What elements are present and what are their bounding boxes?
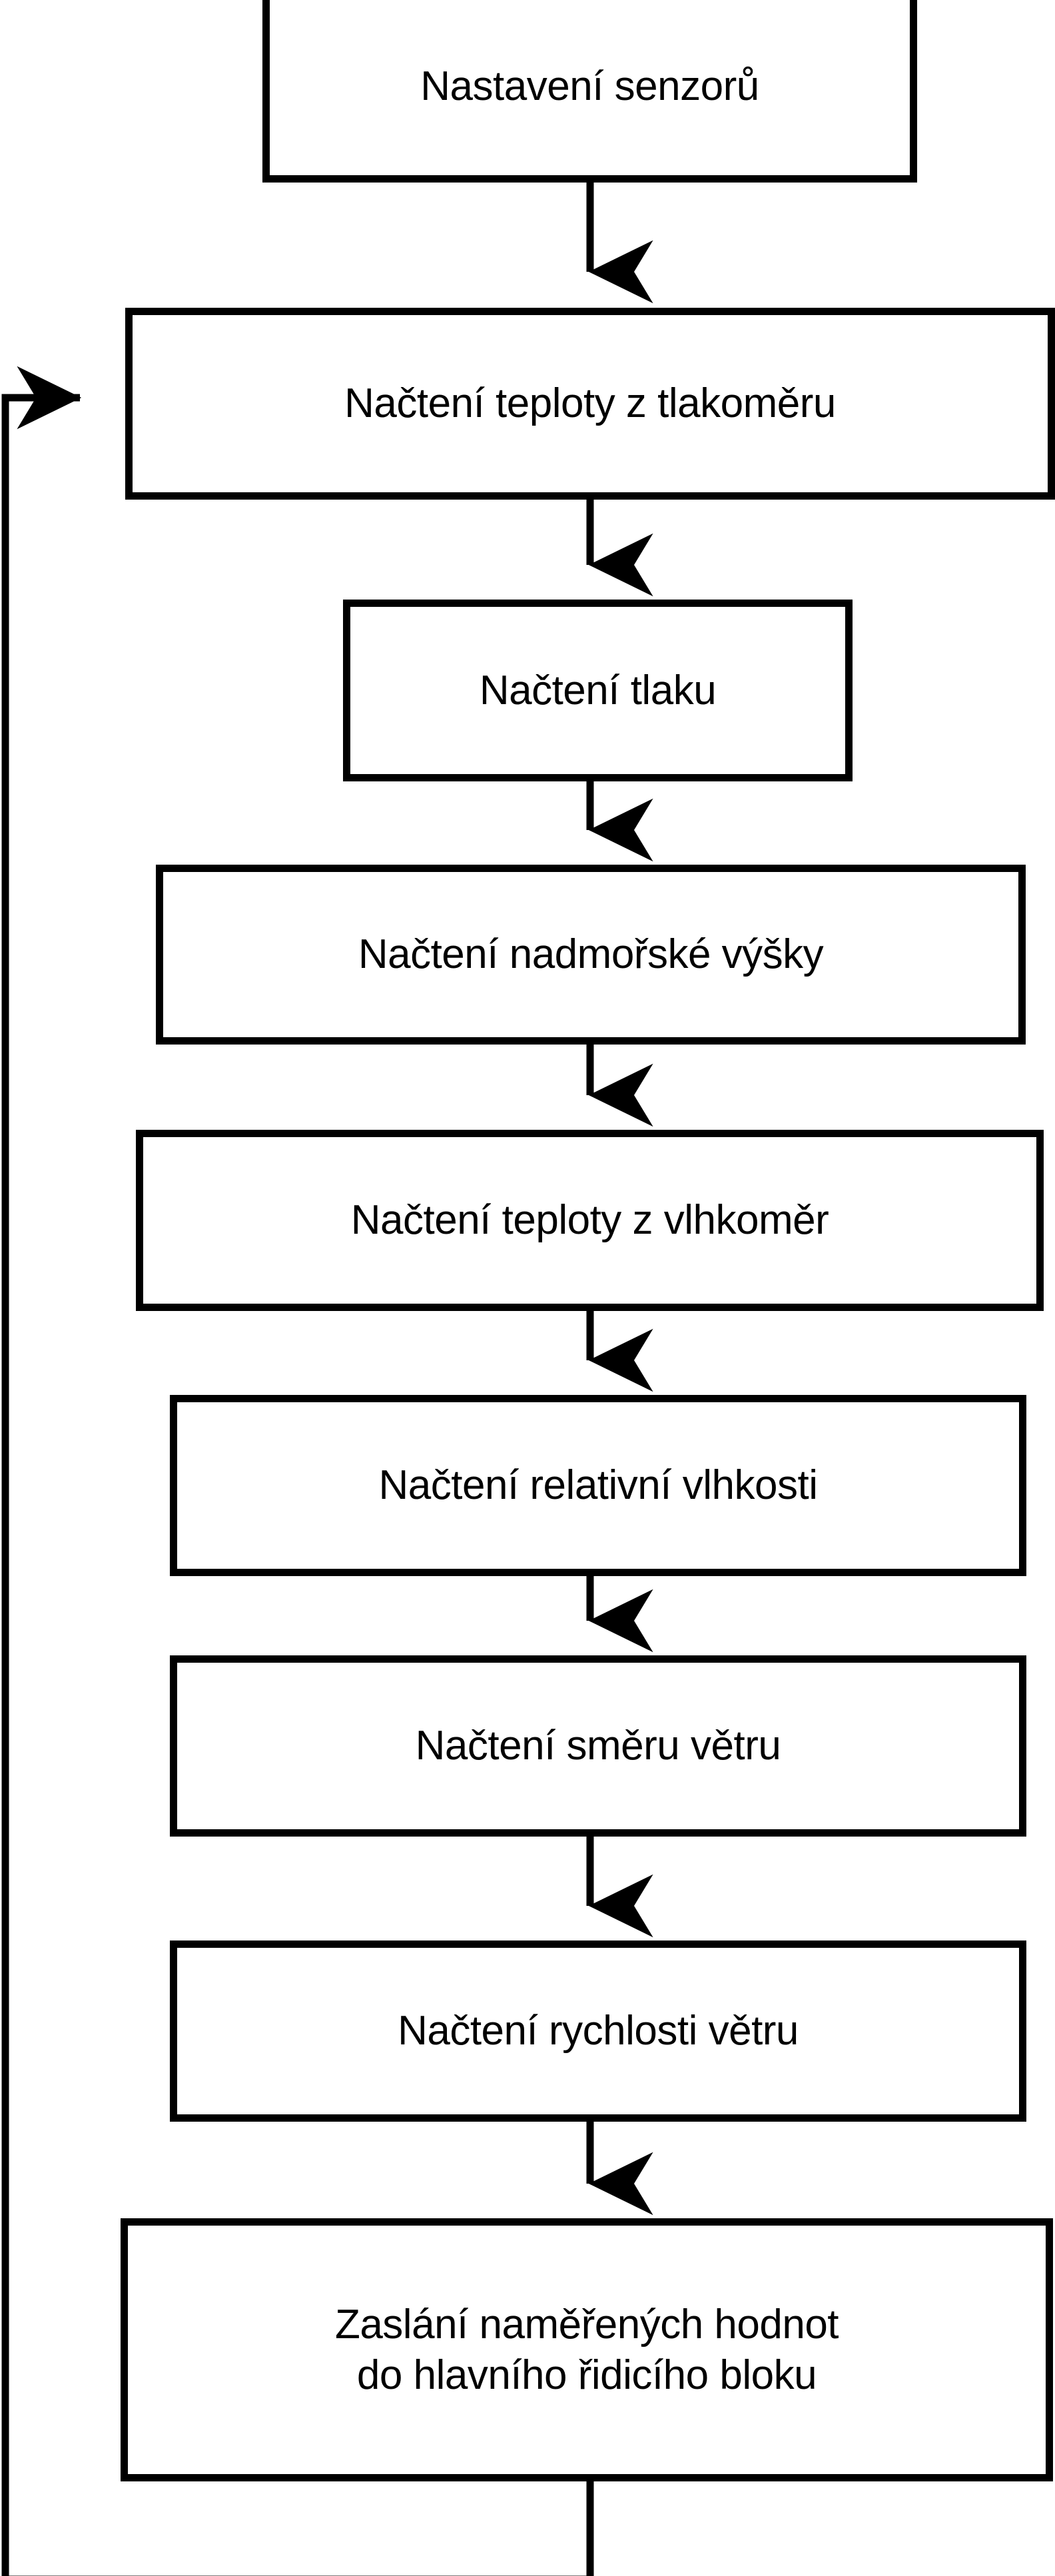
node-read-wind-speed[interactable]: Načtení rychlosti větru bbox=[170, 1940, 1026, 2122]
node-setup[interactable]: Nastavení senzorů bbox=[262, 0, 917, 183]
node-label-read-pressure: Načtení tlaku bbox=[479, 667, 717, 713]
node-label-read-altitude: Načtení nadmořské výšky bbox=[358, 931, 824, 978]
node-label-read-temp-baro: Načtení teploty z tlakoměru bbox=[344, 380, 836, 427]
node-send-values[interactable]: Zaslání naměřených hodnot do hlavního ři… bbox=[121, 2218, 1053, 2481]
node-read-wind-dir[interactable]: Načtení směru větru bbox=[170, 1655, 1026, 1837]
node-read-humidity[interactable]: Načtení relativní vlhkosti bbox=[170, 1395, 1026, 1576]
node-read-temp-baro[interactable]: Načtení teploty z tlakoměru bbox=[125, 308, 1055, 500]
node-label-send-values: Zaslání naměřených hodnot do hlavního ři… bbox=[334, 2301, 839, 2398]
node-label-read-temp-hygro: Načtení teploty z vlhkoměr bbox=[350, 1197, 829, 1244]
edge-loop-back bbox=[1, 366, 594, 2576]
node-read-altitude[interactable]: Načtení nadmořské výšky bbox=[156, 865, 1026, 1045]
node-label-read-wind-dir: Načtení směru větru bbox=[415, 1723, 781, 1769]
node-label-setup: Nastavení senzorů bbox=[420, 63, 759, 110]
node-read-pressure[interactable]: Načtení tlaku bbox=[343, 600, 853, 781]
node-label-read-humidity: Načtení relativní vlhkosti bbox=[378, 1462, 818, 1509]
node-label-read-wind-speed: Načtení rychlosti větru bbox=[398, 2008, 799, 2054]
node-read-temp-hygro[interactable]: Načtení teploty z vlhkoměr bbox=[136, 1130, 1044, 1311]
